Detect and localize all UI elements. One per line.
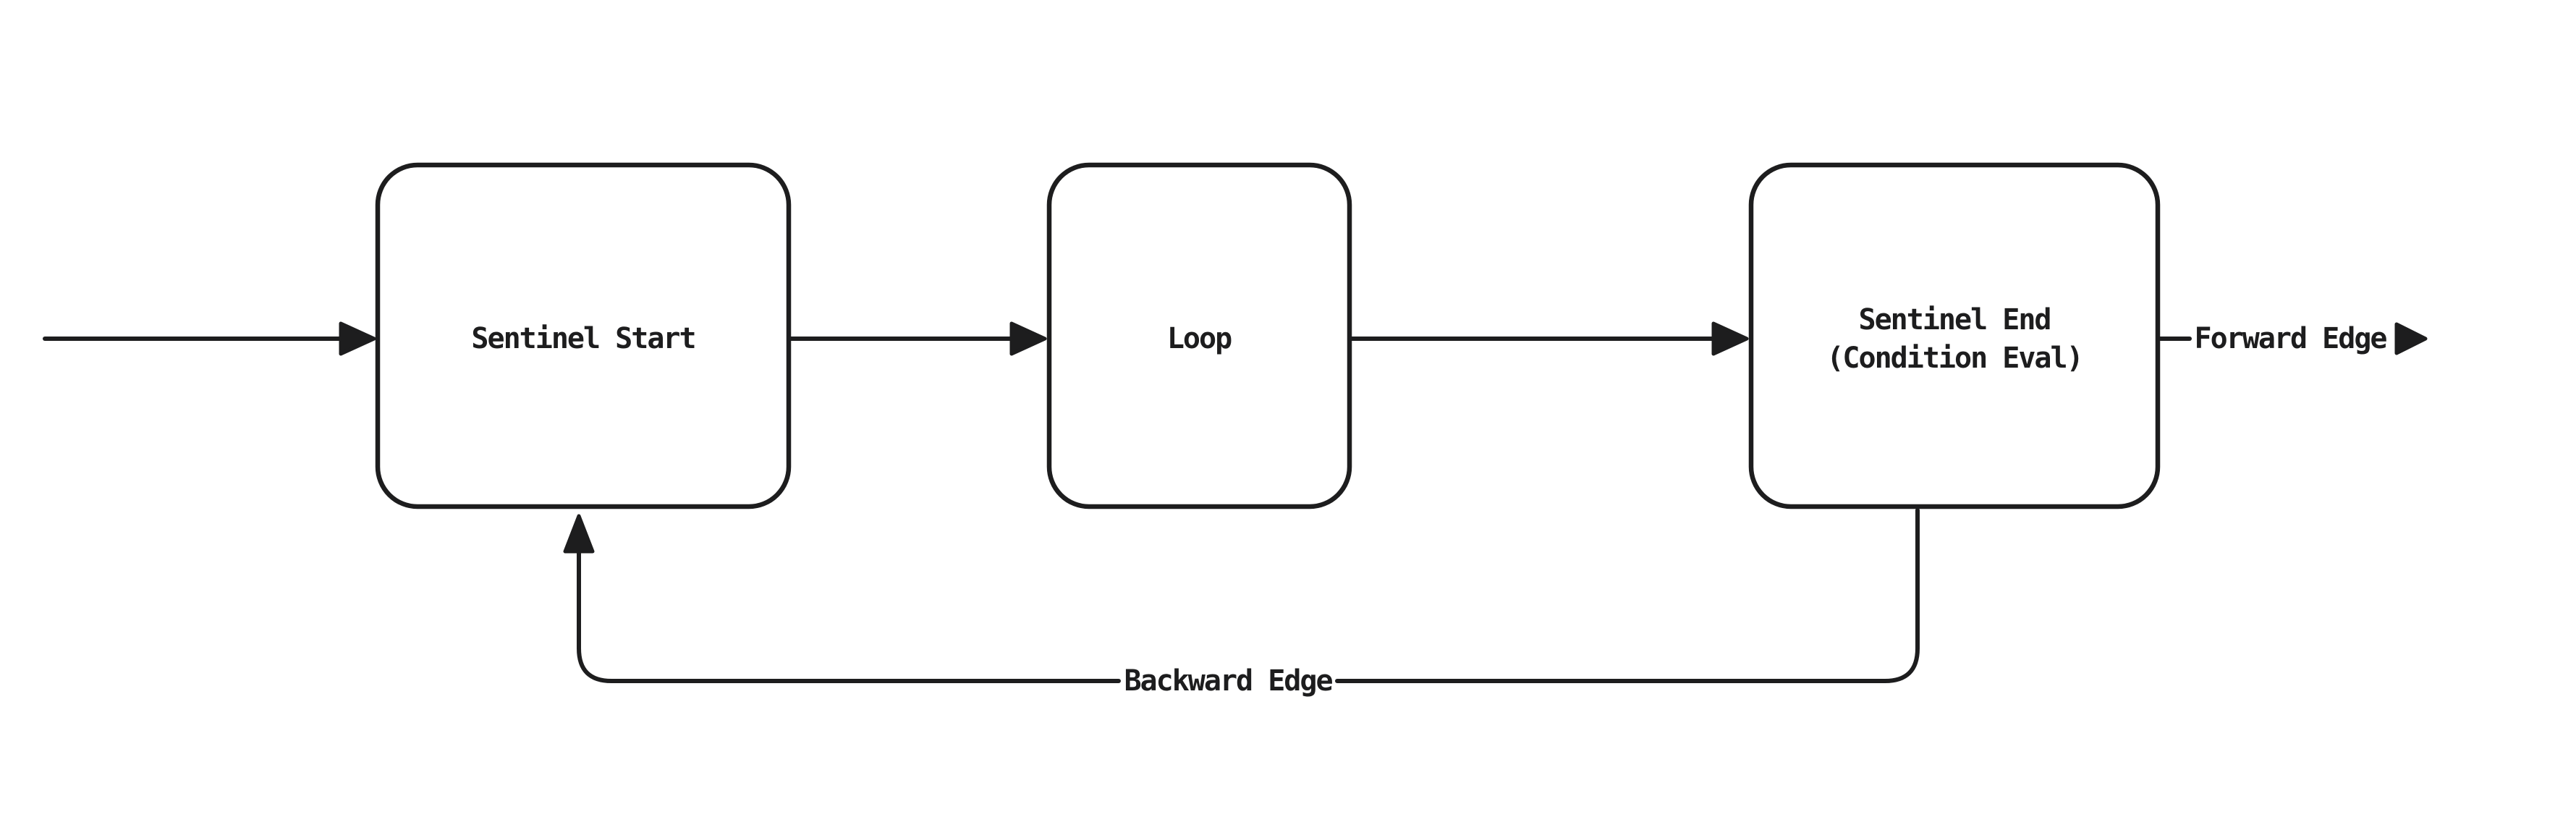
node-sentinel-end-label-line2: (Condition Eval): [1826, 342, 2082, 375]
edge-entry-arrowhead: [339, 321, 376, 356]
edge-forward-arrowhead: [2394, 322, 2428, 355]
node-loop-box: [1046, 162, 1352, 509]
edge-loop-to-end-arrowhead: [1711, 321, 1749, 356]
edge-backward-label: Backward Edge: [1124, 664, 1332, 698]
node-loop-label: Loop: [1167, 322, 1232, 355]
edge-loop-to-end: [1347, 321, 1749, 356]
node-sentinel-end-box: [1748, 162, 2161, 509]
edge-backward-line-left: [577, 551, 1121, 683]
node-sentinel-end-label-line1: Sentinel End: [1859, 303, 2051, 337]
node-sentinel-start-box: [375, 162, 792, 509]
edge-backward-arrowhead: [563, 514, 595, 554]
node-sentinel-start-label: Sentinel Start: [471, 322, 695, 355]
edge-backward: Backward Edge: [563, 508, 1920, 698]
node-loop: Loop: [1046, 162, 1352, 509]
edge-start-to-loop: [787, 321, 1047, 356]
edge-start-to-loop-arrowhead: [1009, 321, 1047, 356]
edge-entry: [43, 321, 376, 356]
edge-forward: Forward Edge: [2157, 322, 2428, 355]
edge-forward-label: Forward Edge: [2195, 322, 2387, 355]
edge-backward-line-right: [1335, 508, 1920, 683]
node-sentinel-start: Sentinel Start: [375, 162, 792, 509]
node-sentinel-end: Sentinel End (Condition Eval): [1748, 162, 2161, 509]
